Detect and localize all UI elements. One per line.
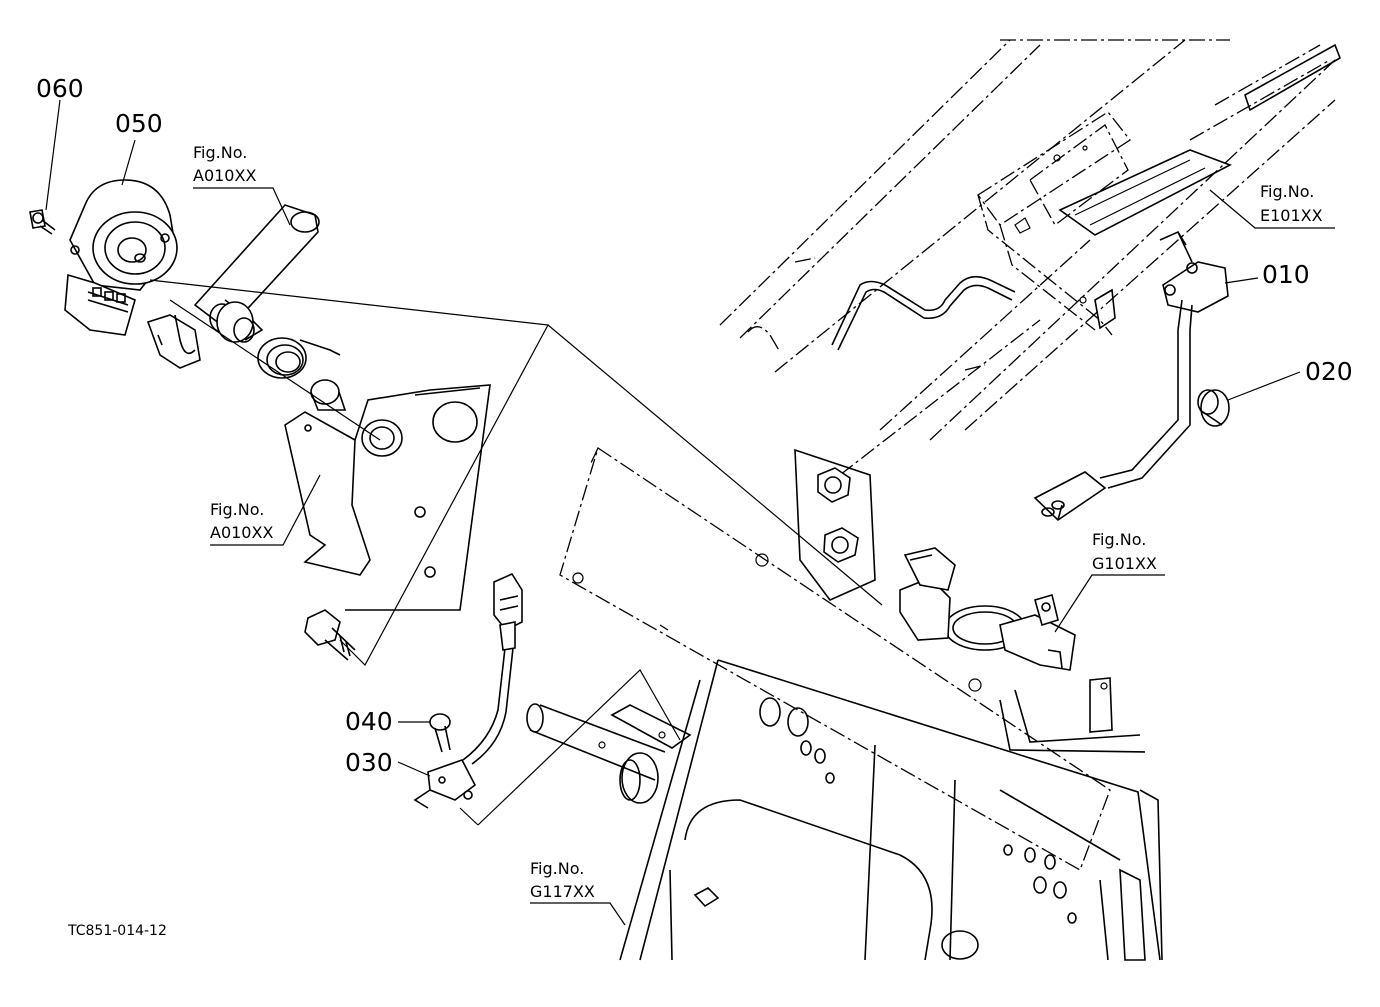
part-label-040: 040 bbox=[345, 707, 393, 736]
fig-ref-code: A010XX bbox=[210, 523, 273, 542]
part-label-050: 050 bbox=[115, 109, 163, 138]
fig-ref-code: E101XX bbox=[1260, 206, 1323, 225]
upright-bracket bbox=[794, 448, 876, 601]
part-030-wire bbox=[462, 572, 523, 765]
part-020-grommet bbox=[1197, 389, 1230, 427]
bracket-g101 bbox=[899, 547, 1076, 671]
part-label-010: 010 bbox=[1262, 260, 1310, 289]
bent-rod bbox=[831, 275, 1016, 346]
main-plate-phantom bbox=[559, 446, 1111, 871]
part-010-clamp bbox=[1159, 230, 1229, 313]
fig-ref-caption: Fig.No. bbox=[193, 143, 247, 162]
part-label-060: 060 bbox=[36, 74, 84, 103]
fig-ref-caption: Fig.No. bbox=[210, 500, 264, 519]
leader-lines bbox=[45, 99, 1335, 926]
fig-ref-g101: Fig.No. G101XX bbox=[1092, 530, 1157, 573]
assembly-axis-lines bbox=[149, 279, 883, 826]
bracket-bolt bbox=[304, 609, 356, 661]
fig-ref-caption: Fig.No. bbox=[1092, 530, 1146, 549]
part-label-020: 020 bbox=[1305, 357, 1353, 386]
u-clip bbox=[146, 314, 201, 369]
fig-ref-g117: Fig.No. G117XX bbox=[530, 859, 595, 901]
fig-ref-code: G117XX bbox=[530, 882, 595, 901]
fig-ref-e101: Fig.No. E101XX bbox=[1260, 182, 1323, 225]
mounting-bracket bbox=[284, 384, 491, 611]
shaft-g117 bbox=[526, 703, 692, 804]
fig-ref-code: A010XX bbox=[193, 166, 256, 185]
fig-ref-code: G101XX bbox=[1092, 554, 1157, 573]
bracket-box-e101 bbox=[977, 43, 1341, 336]
lower-frame bbox=[619, 659, 1163, 961]
part-040-screw bbox=[429, 713, 451, 753]
part-label-030: 030 bbox=[345, 748, 393, 777]
part-060-screw bbox=[29, 209, 56, 235]
frame-phantom-outline bbox=[719, 39, 1336, 476]
spring bbox=[257, 337, 341, 379]
fig-ref-a010-lower: Fig.No. A010XX bbox=[210, 500, 273, 542]
part-020-harness bbox=[1033, 299, 1193, 522]
fig-ref-caption: Fig.No. bbox=[1260, 182, 1314, 201]
part-050-sensor bbox=[64, 179, 178, 336]
part-030-switch bbox=[413, 759, 477, 809]
fig-ref-caption: Fig.No. bbox=[530, 859, 584, 878]
lever-arm-a010 bbox=[193, 204, 320, 343]
drawing-code: TC851-014-12 bbox=[67, 923, 167, 939]
fig-ref-a010-upper: Fig.No. A010XX bbox=[193, 143, 256, 185]
